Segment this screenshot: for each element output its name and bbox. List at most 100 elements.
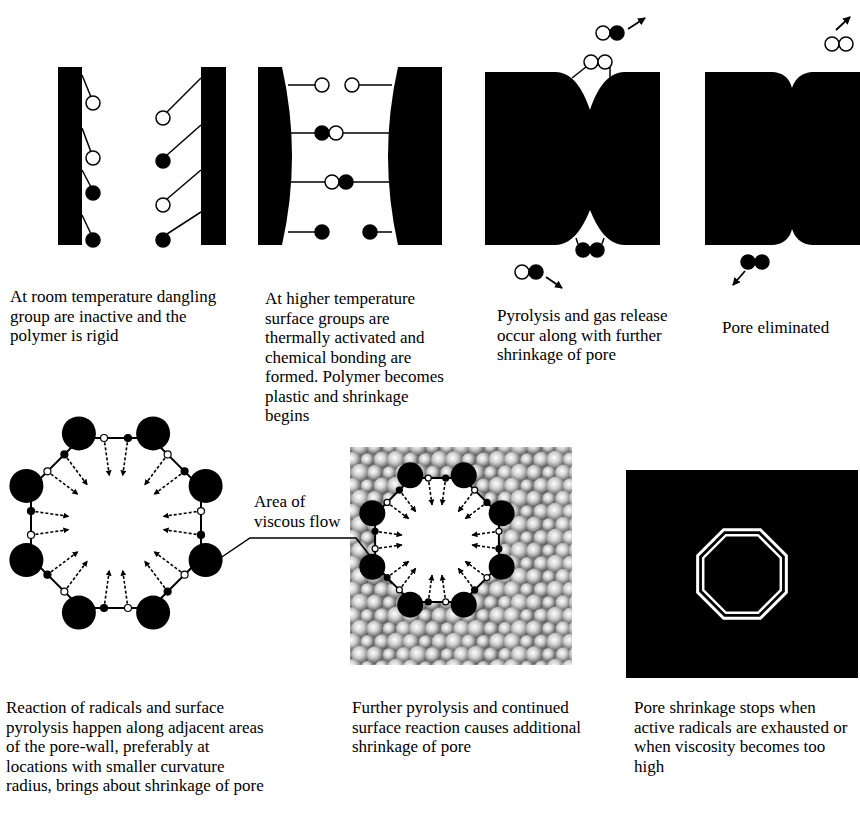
viscous-blob [136,596,170,630]
radical-dot [28,531,35,538]
bond-line [377,231,392,233]
radical-dot [425,599,431,605]
bond-line [602,238,604,244]
bond-line [609,67,611,78]
atom-sphere [374,660,389,665]
pore-outline [703,535,781,613]
flow-arrow [458,568,472,586]
viscous-blob [189,469,223,503]
molecule [839,37,853,51]
molecule [755,255,769,269]
flow-arrow [442,575,445,598]
gas-arrow [836,17,850,30]
radical-dot [443,475,449,481]
flow-arrow [442,482,445,505]
flow-arrow [105,442,110,475]
pore-wall [375,478,499,602]
radical-dot [484,575,490,581]
flow-arrow [458,493,472,511]
radical-dot [164,588,171,595]
flow-arrow [429,482,432,505]
radical-dot [396,587,402,593]
bond-line [288,231,315,233]
molecule [339,175,353,189]
gas-arrow [546,277,562,288]
viscous-blob [9,469,43,503]
flow-arrow [51,552,78,572]
radical-dot [372,528,378,534]
background-fill [350,447,572,665]
flow-arrow [145,561,165,588]
flow-arrow [465,561,483,575]
pore-shrinking [9,416,222,629]
atom-sphere [534,661,549,665]
flow-arrow [390,505,408,519]
flow-arrow [123,570,128,603]
gas-arrow [733,271,745,285]
panel-room-temperature [58,67,226,247]
panel-bonding [258,67,442,245]
flow-arrow [402,493,416,511]
viscous-blob [136,416,170,450]
molecule [86,186,100,200]
radical-dot [164,451,171,458]
bond-line [288,181,325,183]
molecule [576,243,590,257]
atom-sphere [445,658,464,665]
molecule [825,37,839,51]
viscous-blob [62,416,96,450]
molecule [345,78,359,92]
polymer-wall [705,72,860,245]
bond-line [288,84,315,86]
atom-sphere [403,660,420,665]
radical-dot [396,487,402,493]
flow-arrow [67,458,87,485]
radical-dot [28,508,35,515]
pore-in-polymer [338,437,592,677]
polymer-wall [485,72,660,245]
bond-line [167,212,201,234]
bond-line [353,181,392,183]
panel-pyrolysis [485,18,660,288]
radical-dot [472,587,478,593]
gas-arrow [628,18,645,29]
bond-line [82,170,91,187]
molecule [315,126,329,140]
flow-arrow [163,512,196,517]
radical-dot [472,487,478,493]
bond-line [82,75,91,97]
atom-sphere [477,661,491,665]
radical-dot [484,499,490,505]
flow-arrow [472,545,495,548]
radical-dot [384,499,390,505]
radical-dot [197,508,204,515]
viscous-blob [489,500,515,526]
molecule [584,55,598,69]
flow-arrow [35,512,68,517]
radical-dot [61,451,68,458]
polymer-wall [388,67,442,245]
viscous-blob [451,592,477,618]
molecule [610,26,624,40]
flow-arrow [163,530,196,535]
radical-dot [124,435,131,442]
radical-dot [44,468,51,475]
bond-line [167,170,201,199]
viscous-blob [397,592,423,618]
molecule [596,26,610,40]
caption-text: At higher temperature surface groups are… [265,289,445,426]
flow-arrow [472,532,495,535]
flow-arrow [67,561,87,588]
radical-dot [443,599,449,605]
flow-arrow [429,575,432,598]
flow-arrow [402,568,416,586]
molecule [86,233,100,247]
molecule [529,265,543,279]
flow-arrow [465,505,483,519]
molecule [598,55,612,69]
radical-dot [425,475,431,481]
atom-sphere [547,659,566,665]
caption-text: Pore shrinkage stops when active radical… [634,698,854,776]
viscous-blob [359,500,385,526]
